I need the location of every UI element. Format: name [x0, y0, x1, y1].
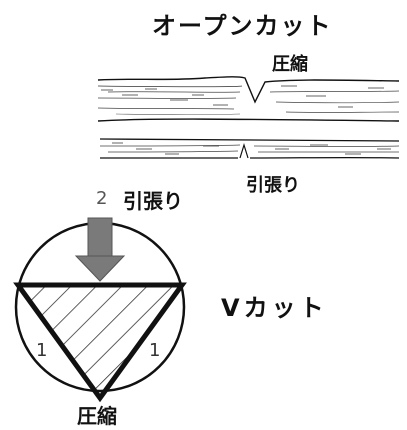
open-cut-bottom-strip [99, 138, 400, 159]
v-cut-diagram [13, 217, 187, 403]
open-cut-title: オープンカット [152, 12, 333, 40]
compression-label-top: 圧縮 [272, 54, 308, 75]
compression-label-bottom: 圧縮 [77, 404, 117, 428]
open-cut-top-strip [97, 76, 400, 122]
right-side-number: 1 [149, 340, 161, 361]
v-cut-title: Vカット [221, 294, 328, 322]
tension-label-bottom-strip: 引張り [246, 175, 300, 196]
tension-label-circle: 引張り [123, 189, 183, 213]
arrow-number-label: 2 [96, 188, 108, 209]
left-side-number: 1 [36, 340, 48, 361]
